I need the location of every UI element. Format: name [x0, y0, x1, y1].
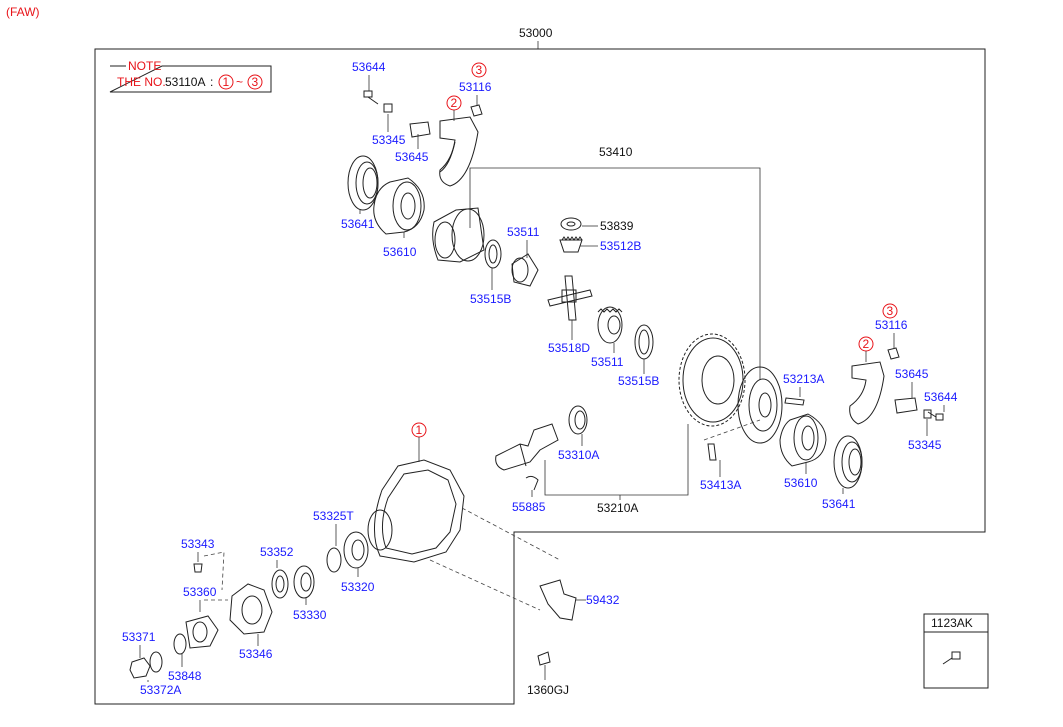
- label-53610-right: 53610: [784, 476, 818, 490]
- label-53645-right: 53645: [895, 367, 929, 381]
- note-range-start: 1: [223, 75, 230, 89]
- label-53346: 53346: [239, 647, 273, 661]
- label-53511-top: 53511: [507, 225, 540, 239]
- carrier-housing: [367, 459, 465, 563]
- label-53610-left: 53610: [383, 245, 417, 259]
- bolt-53213A: [784, 397, 805, 406]
- label-53511-bottom: 53511: [591, 355, 624, 369]
- nut-53372A: [129, 657, 151, 679]
- oil-seal-53641-right: [833, 435, 863, 489]
- label-53372A: 53372A: [140, 683, 181, 697]
- label-53325T: 53325T: [313, 509, 354, 523]
- differential-case-53410: [432, 207, 485, 263]
- label-53644-left: 53644: [352, 60, 386, 74]
- thrust-washer-53839: [560, 217, 582, 231]
- note-prefix: THE NO.: [117, 75, 166, 89]
- bearing-53330: [293, 565, 315, 599]
- differential-case-right: [737, 366, 783, 444]
- pinion-gear-53512B: [559, 236, 583, 253]
- label-53839: 53839: [600, 219, 634, 233]
- label-55885: 55885: [512, 500, 546, 514]
- side-gear-53511-bottom: [597, 306, 623, 344]
- callout-3-top: 3: [476, 63, 483, 77]
- label-53116-right: 53116: [875, 318, 908, 332]
- label-1360GJ: 1360GJ: [527, 683, 569, 697]
- label-1123AK: 1123AK: [931, 616, 973, 630]
- note-range-end: 3: [252, 75, 259, 89]
- oil-seal-53641-left: [347, 155, 379, 211]
- label-53210A: 53210A: [597, 501, 638, 515]
- bolt-53644-left: [363, 90, 379, 105]
- label-53645-left: 53645: [395, 150, 429, 164]
- callout-2-top: 2: [451, 96, 458, 110]
- shim-53352: [271, 569, 289, 599]
- bearing-53320: [343, 531, 369, 569]
- label-53320: 53320: [341, 580, 375, 594]
- assembly-number: 53000: [519, 26, 553, 40]
- lock-53116-right: [887, 347, 900, 360]
- bearing-53610-right: [779, 413, 827, 467]
- label-53310A: 53310A: [558, 448, 599, 462]
- label-53330: 53330: [293, 608, 327, 622]
- note-box: NOTE THE NO. 53110A : 1 ~ 3: [109, 59, 272, 93]
- label-53352: 53352: [260, 545, 294, 559]
- label-53116-left: 53116: [459, 80, 492, 94]
- bearing-cap-53645-right: [849, 361, 918, 425]
- washer-53345-right: [923, 409, 932, 419]
- label-59432: 59432: [586, 593, 620, 607]
- washer-53371: [149, 651, 163, 673]
- bearing-53610-left: [373, 177, 425, 235]
- note-colon: :: [210, 75, 213, 89]
- thrust-washer-53515B-left: [484, 239, 502, 269]
- bolt-53644-right: [927, 411, 944, 421]
- label-53641-right: 53641: [822, 497, 856, 511]
- drive-pinion-53210A: [495, 423, 559, 471]
- bracket-59432: [539, 579, 577, 621]
- flange-53360: [185, 615, 219, 649]
- callout-3-right: 3: [887, 304, 894, 318]
- callout-1: 1: [416, 423, 423, 437]
- screw-icon: [942, 651, 961, 665]
- note-tilde: ~: [236, 75, 243, 89]
- bolt-53413A: [707, 443, 717, 461]
- label-53512B: 53512B: [600, 239, 641, 253]
- faw-tag: (FAW): [6, 5, 40, 19]
- screw-1360GJ: [537, 651, 551, 666]
- oil-seal-53346: [229, 583, 273, 635]
- label-53515B-right: 53515B: [618, 374, 659, 388]
- note-title: NOTE: [128, 59, 161, 73]
- label-53515B-left: 53515B: [470, 292, 511, 306]
- oring-53848: [173, 633, 187, 655]
- part-box-1123AK: 1123AK: [923, 613, 989, 689]
- label-53518D: 53518D: [548, 341, 590, 355]
- assembly-frame: [94, 48, 986, 705]
- label-53641-left: 53641: [341, 217, 375, 231]
- pinion-shaft-53518D: [547, 275, 593, 321]
- label-53360: 53360: [183, 585, 217, 599]
- label-53413A: 53413A: [700, 478, 741, 492]
- lock-53116-left: [470, 104, 483, 117]
- label-53644-right: 53644: [924, 390, 958, 404]
- spacer-53325T: [326, 547, 342, 573]
- label-53345-right: 53345: [908, 438, 942, 452]
- bearing-53310A: [568, 405, 588, 435]
- side-gear-53511-top: [511, 253, 539, 287]
- ring-gear-53210A: [678, 333, 746, 427]
- label-53848: 53848: [168, 669, 202, 683]
- label-53371: 53371: [122, 630, 156, 644]
- label-53343: 53343: [181, 537, 215, 551]
- label-53213A: 53213A: [783, 372, 824, 386]
- note-part-number: 53110A: [165, 75, 205, 89]
- bolt-53343: [193, 563, 203, 573]
- pin-55885: [525, 475, 539, 491]
- washer-53345-left: [383, 103, 393, 113]
- label-53345-left: 53345: [372, 133, 406, 147]
- callout-2-right: 2: [863, 337, 870, 351]
- label-53410: 53410: [599, 145, 633, 159]
- bearing-cap-53645-left: [409, 116, 479, 187]
